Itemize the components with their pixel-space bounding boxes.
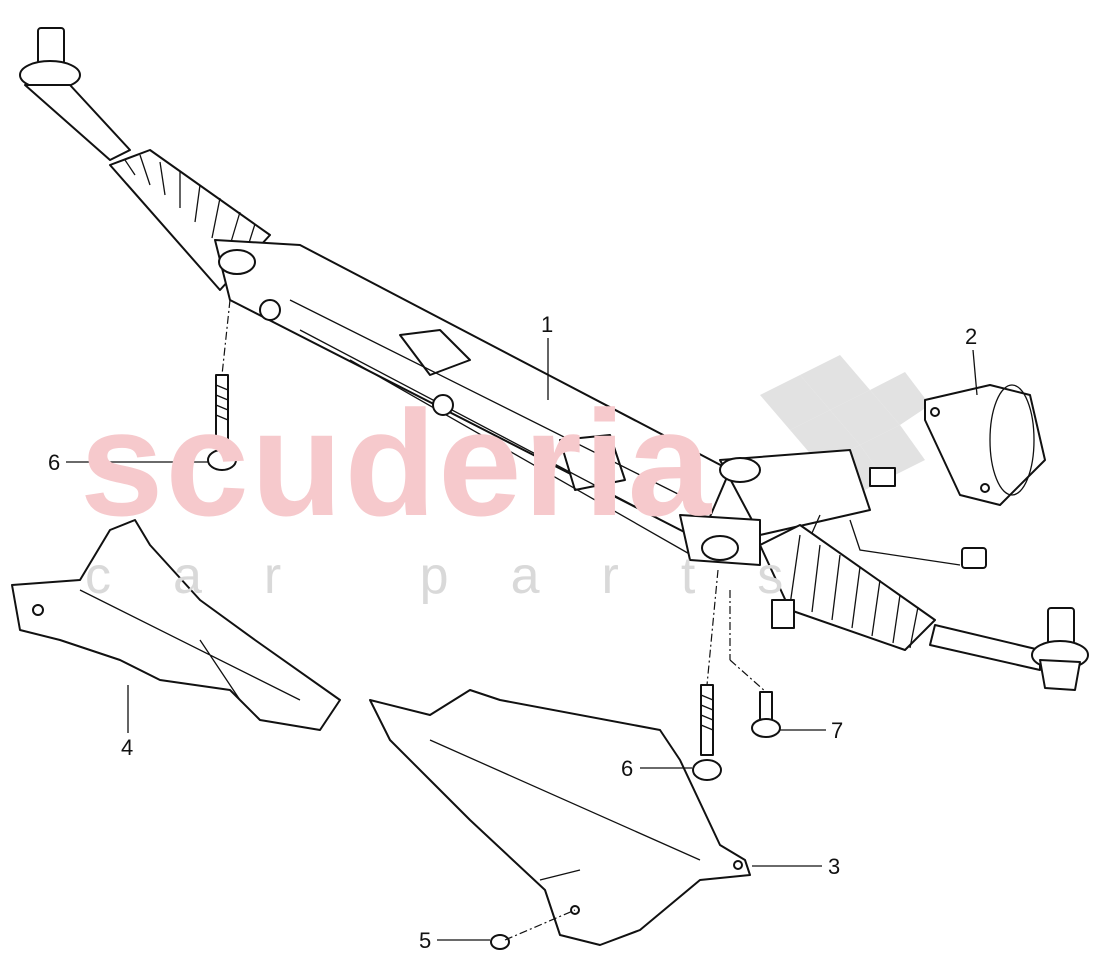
callout-4: 4 <box>121 735 134 760</box>
callout-6-left: 6 <box>48 450 61 475</box>
washer-part-5 <box>490 934 510 950</box>
left-tie-rod-end <box>19 27 131 161</box>
callout-7: 7 <box>831 718 844 743</box>
callout-1: 1 <box>541 312 554 337</box>
bolt-part-6-right <box>692 684 722 781</box>
checkered-flag-watermark <box>760 355 930 500</box>
callout-6-right: 6 <box>621 756 634 781</box>
grommet-part-2 <box>924 384 1046 506</box>
bolt-part-7 <box>751 691 781 738</box>
pinion-valve-housing <box>679 449 987 569</box>
callout-3: 3 <box>828 854 841 879</box>
leader-line-2 <box>972 349 978 396</box>
callout-5: 5 <box>419 928 432 953</box>
right-tie-rod-end <box>929 607 1089 691</box>
right-boot <box>759 524 936 651</box>
watermark-brand: scuderia <box>80 379 713 547</box>
watermark-tagline: car parts <box>85 547 846 605</box>
heat-shield-part-4 <box>11 519 341 731</box>
heat-shield-part-3 <box>369 689 751 946</box>
rack-housing <box>214 239 731 561</box>
callout-2: 2 <box>965 324 978 349</box>
